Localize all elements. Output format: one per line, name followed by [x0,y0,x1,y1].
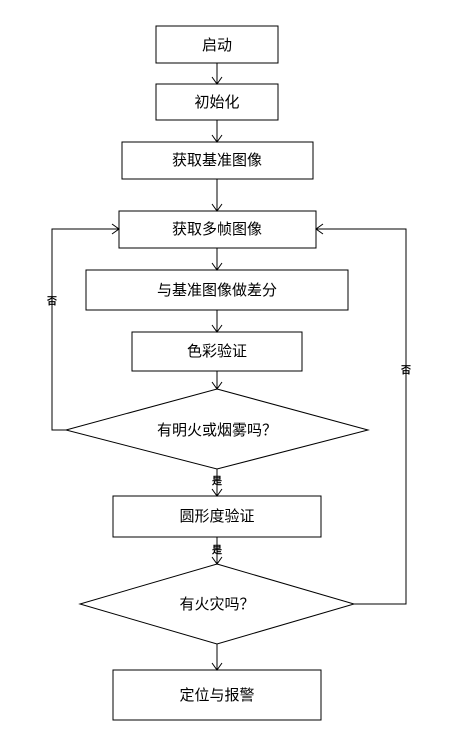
node-get-frames: 获取多帧图像 [118,210,317,249]
edge-color-flame [211,371,223,390]
decision-fire-label: 有火灾吗？ [179,595,254,613]
node-get-frames-label: 获取多帧图像 [172,220,262,238]
node-diff: 与基准图像做差分 [85,269,349,311]
edge-init-getref [211,120,223,143]
edge-label-yes-2: 是 [211,545,222,557]
node-circularity-label: 圆形度验证 [179,507,254,525]
edge-label-no-left: 否 [46,296,57,308]
node-start-label: 启动 [202,36,232,54]
node-diff-label: 与基准图像做差分 [157,281,277,299]
edge-fire-alarm [211,644,223,671]
edge-diff-color [211,310,223,333]
decision-flame-smoke-label: 有明火或烟雾吗？ [157,421,277,439]
edge-circularity-fire [211,537,223,565]
node-locate-alarm: 定位与报警 [112,669,322,721]
node-locate-alarm-label: 定位与报警 [179,686,254,704]
node-color-check: 色彩验证 [131,331,303,372]
node-circularity: 圆形度验证 [112,495,322,538]
node-init-label: 初始化 [194,93,239,111]
node-start: 启动 [155,25,279,64]
edge-getref-getframes [211,179,223,212]
edge-loop-right [315,223,407,605]
node-color-check-label: 色彩验证 [187,342,247,360]
node-get-ref-image-label: 获取基准图像 [172,151,262,169]
node-init: 初始化 [155,83,279,121]
edge-loop-left [51,223,120,431]
edge-flame-circularity [211,469,223,497]
edge-label-no-right: 否 [400,365,411,377]
edge-getframes-diff [211,248,223,271]
decision-flame-smoke: 有明火或烟雾吗？ [64,388,370,470]
decision-fire: 有火灾吗？ [78,563,356,645]
edge-label-yes-1: 是 [211,476,222,488]
edge-start-init [211,63,223,85]
node-get-ref-image: 获取基准图像 [121,141,314,180]
